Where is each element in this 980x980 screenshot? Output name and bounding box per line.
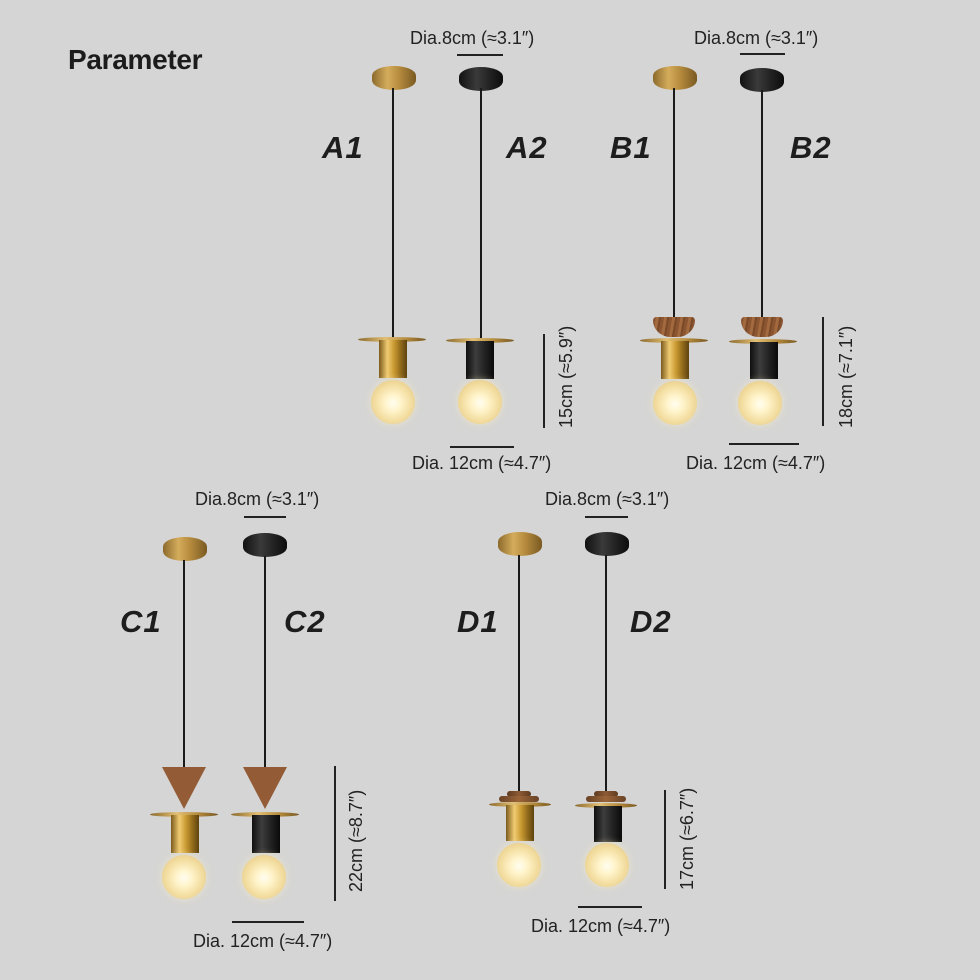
cord bbox=[480, 88, 482, 338]
height-dimension-line bbox=[822, 317, 824, 426]
canopy-diameter-label: Dia.8cm (≈3.1″) bbox=[195, 489, 320, 509]
brass-disc bbox=[575, 803, 637, 808]
socket-black bbox=[750, 342, 778, 379]
brass-disc bbox=[150, 812, 218, 817]
bulb bbox=[653, 381, 697, 425]
brass-disc bbox=[489, 802, 551, 807]
canopy-dimension-line bbox=[244, 516, 286, 518]
wood-step-top bbox=[507, 791, 531, 797]
socket-black bbox=[466, 341, 494, 379]
canopy-black bbox=[740, 68, 784, 92]
model-label-a1: A1 bbox=[322, 130, 364, 165]
model-label-c1: C1 bbox=[120, 604, 162, 639]
brass-disc bbox=[729, 339, 797, 344]
model-label-c2: C2 bbox=[284, 604, 326, 639]
bulb bbox=[371, 380, 415, 424]
canopy-brass bbox=[653, 66, 697, 90]
canopy-brass bbox=[498, 532, 542, 556]
wood-step-top bbox=[594, 791, 618, 797]
canopy-brass bbox=[372, 66, 416, 90]
canopy-diameter-label: Dia.8cm (≈3.1″) bbox=[694, 28, 819, 48]
canopy-black bbox=[585, 532, 629, 556]
socket-black bbox=[252, 815, 280, 853]
height-label: 15cm (≈5.9″) bbox=[556, 325, 576, 428]
socket-brass bbox=[506, 805, 534, 841]
brass-disc bbox=[446, 338, 514, 343]
wood-cup bbox=[741, 317, 783, 337]
canopy-brass bbox=[163, 537, 207, 561]
bulb bbox=[497, 843, 541, 887]
model-label-d2: D2 bbox=[630, 604, 672, 639]
wood-cone bbox=[243, 767, 287, 809]
page-title: Parameter bbox=[68, 44, 203, 75]
cord bbox=[761, 90, 763, 318]
model-label-a2: A2 bbox=[506, 130, 548, 165]
shade-diameter-label: Dia. 12cm (≈4.7″) bbox=[686, 453, 826, 473]
height-label: 22cm (≈8.7″) bbox=[346, 789, 366, 892]
height-dimension-line bbox=[664, 790, 666, 889]
height-label: 18cm (≈7.1″) bbox=[836, 325, 856, 428]
wood-cup bbox=[653, 317, 695, 337]
socket-brass bbox=[661, 341, 689, 379]
height-dimension-line bbox=[334, 766, 336, 901]
cord bbox=[264, 556, 266, 768]
socket-black bbox=[594, 806, 622, 842]
cord bbox=[183, 560, 185, 768]
canopy-dimension-line bbox=[740, 53, 785, 55]
canopy-dimension-line bbox=[585, 516, 628, 518]
shade-dimension-line bbox=[232, 921, 304, 923]
bulb bbox=[738, 381, 782, 425]
model-label-b1: B1 bbox=[610, 130, 652, 165]
brass-disc bbox=[640, 338, 708, 343]
brass-disc bbox=[358, 337, 426, 342]
shade-diameter-label: Dia. 12cm (≈4.7″) bbox=[531, 916, 671, 936]
bulb bbox=[242, 855, 286, 899]
socket-brass bbox=[379, 340, 407, 378]
bulb bbox=[585, 843, 629, 887]
cord bbox=[518, 555, 520, 791]
socket-brass bbox=[171, 815, 199, 853]
shade-dimension-line bbox=[729, 443, 799, 445]
cord bbox=[392, 88, 394, 338]
shade-dimension-line bbox=[450, 446, 514, 448]
wood-step-bottom bbox=[586, 796, 626, 802]
shade-dimension-line bbox=[578, 906, 642, 908]
brass-disc bbox=[231, 812, 299, 817]
canopy-diameter-label: Dia.8cm (≈3.1″) bbox=[545, 489, 670, 509]
canopy-black bbox=[459, 67, 503, 91]
canopy-black bbox=[243, 533, 287, 557]
height-dimension-line bbox=[543, 334, 545, 428]
shade-diameter-label: Dia. 12cm (≈4.7″) bbox=[193, 931, 333, 951]
model-label-d1: D1 bbox=[457, 604, 499, 639]
cord bbox=[673, 88, 675, 318]
canopy-diameter-label: Dia.8cm (≈3.1″) bbox=[410, 28, 535, 48]
wood-step-bottom bbox=[499, 796, 539, 802]
bulb bbox=[162, 855, 206, 899]
height-label: 17cm (≈6.7″) bbox=[677, 787, 697, 890]
wood-cone bbox=[162, 767, 206, 809]
model-label-b2: B2 bbox=[790, 130, 832, 165]
bulb bbox=[458, 380, 502, 424]
cord bbox=[605, 555, 607, 791]
shade-diameter-label: Dia. 12cm (≈4.7″) bbox=[412, 453, 552, 473]
canopy-dimension-line bbox=[457, 54, 503, 56]
